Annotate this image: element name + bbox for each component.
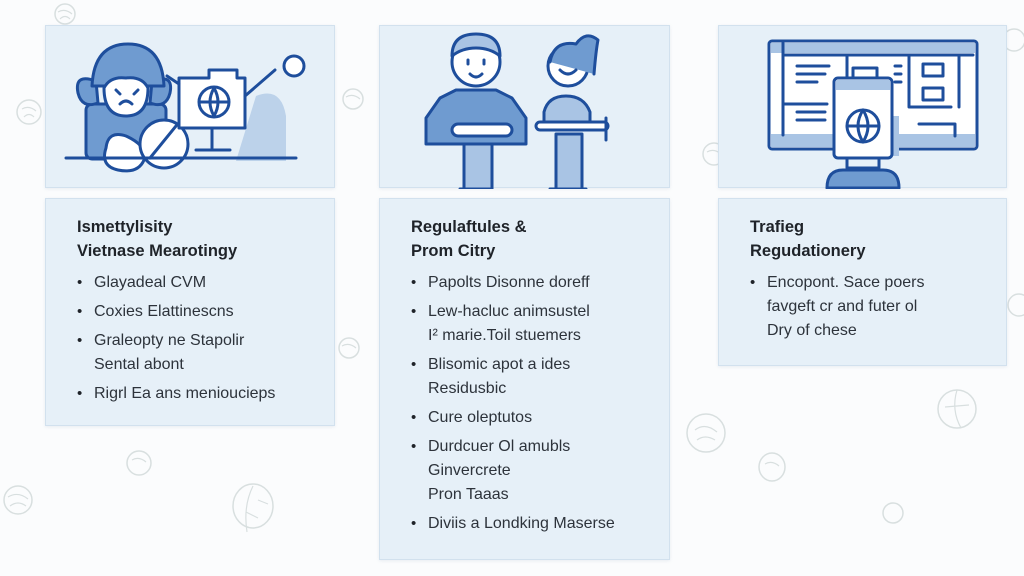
bullet-item: Glayadeal CVM	[77, 271, 316, 295]
text-panel-2: Regulaftules & Prom Citry Papolts Disonn…	[379, 198, 670, 560]
globe-doodle-icon	[126, 450, 152, 476]
monitor-with-globe-tablet-illustration	[767, 39, 979, 189]
bullet-item: Diviis a Londking Maserse	[411, 512, 651, 536]
globe-doodle-icon	[758, 452, 786, 482]
illustration-panel-1	[45, 25, 335, 188]
section-title: Trafieg Regudationery	[750, 218, 866, 260]
illustration-panel-3	[718, 25, 1007, 189]
globe-doodle-icon	[3, 485, 33, 515]
bullet-list: Papolts Disonne doreff Lew-hacluc animsu…	[411, 271, 651, 536]
globe-doodle-icon	[54, 3, 76, 25]
globe-doodle-icon	[882, 502, 904, 524]
globe-doodle-icon	[342, 88, 364, 110]
section-title: Regulaftules & Prom Citry	[411, 218, 527, 260]
bullet-item: Papolts Disonne doreff	[411, 271, 651, 295]
globe-doodle-icon	[937, 389, 977, 429]
bullet-item: Rigrl Ea ans menioucieps	[77, 382, 316, 406]
globe-doodle-icon	[338, 337, 360, 359]
text-panel-1: Ismettylisity Vietnase Mearotingy Glayad…	[45, 198, 335, 426]
two-people-holding-documents-illustration	[424, 32, 610, 189]
globe-doodle-icon	[16, 99, 42, 125]
globe-doodle-icon	[1007, 293, 1024, 317]
section-title: Ismettylisity Vietnase Mearotingy	[77, 218, 238, 260]
globe-doodle-icon	[232, 483, 274, 533]
bullet-list: Glayadeal CVM Coxies Elattinescns Graleo…	[77, 271, 316, 406]
text-panel-3: Trafieg Regudationery Encopont. Sace poe…	[718, 198, 1007, 366]
illustration-panel-2	[379, 25, 670, 189]
person-with-globe-signboard-illustration	[64, 42, 306, 173]
bullet-item: Cure oleptutos	[411, 406, 651, 430]
globe-doodle-icon	[686, 413, 726, 453]
bullet-item: Coxies Elattinescns	[77, 300, 316, 324]
